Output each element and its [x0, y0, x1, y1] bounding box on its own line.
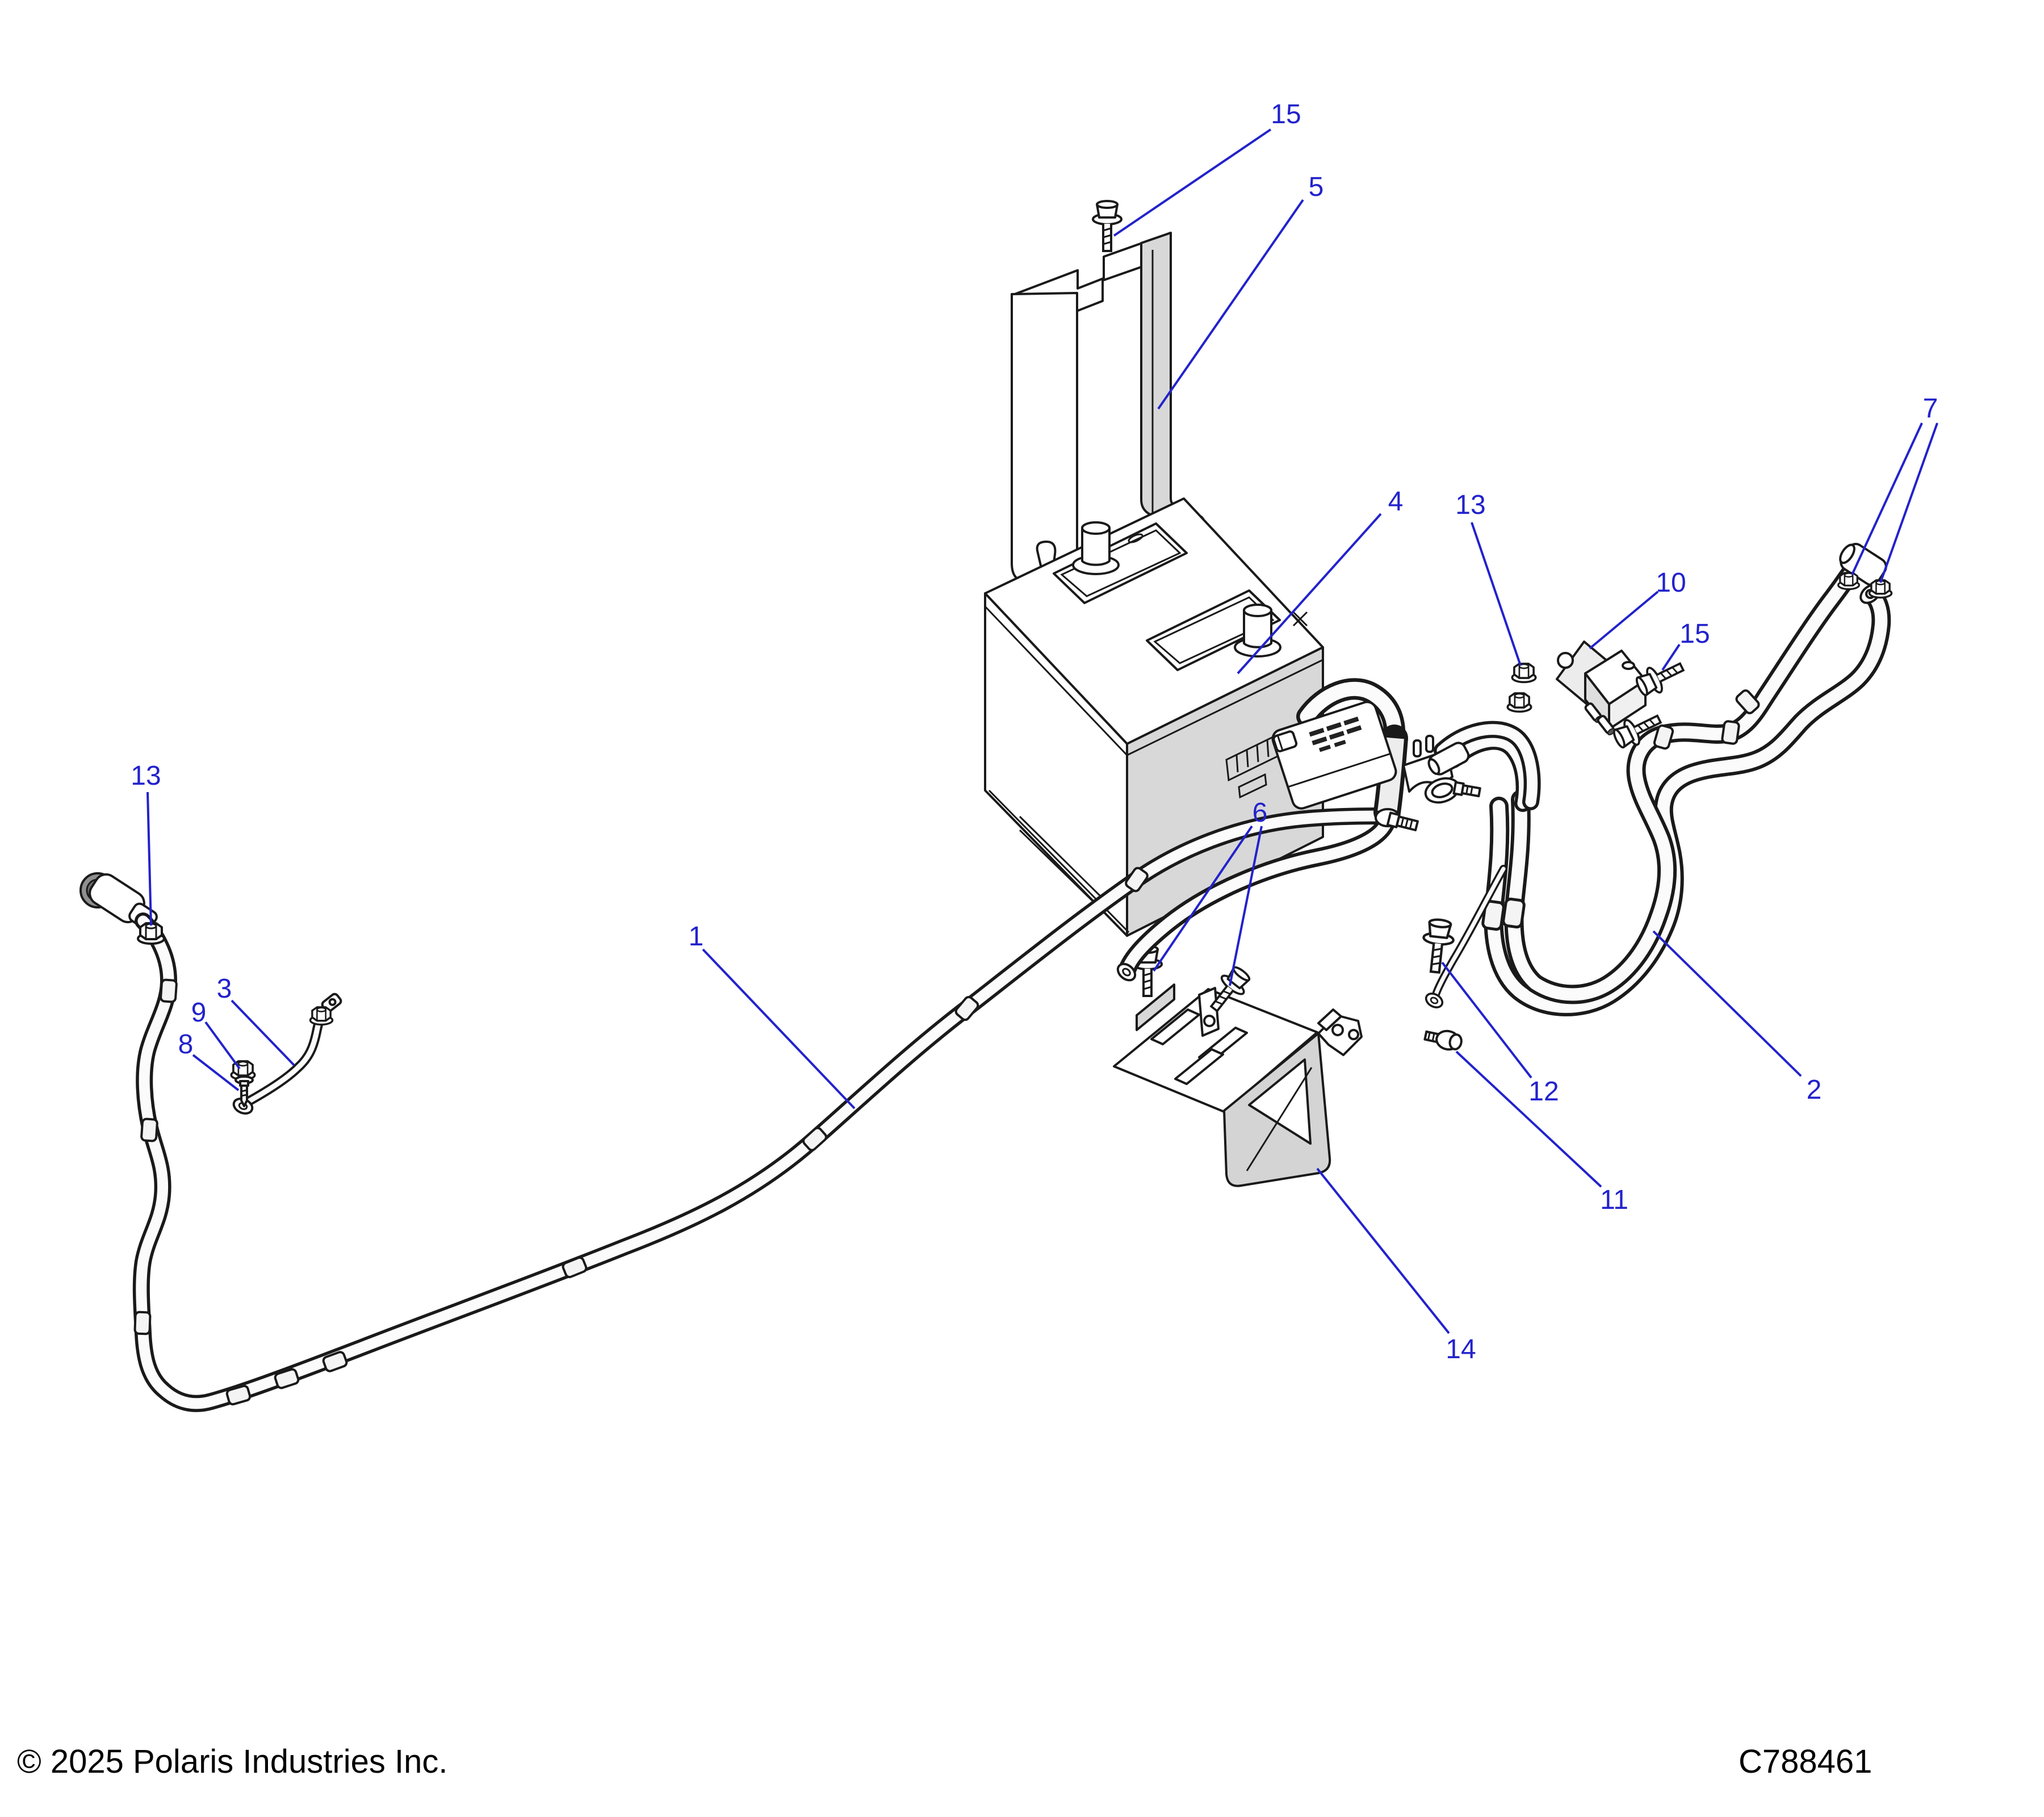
- terminal-nut-7b: [1868, 579, 1893, 599]
- leader-line-11: [1455, 1050, 1602, 1188]
- callout-3-14: 3: [217, 974, 232, 1004]
- ground-cable: [230, 993, 342, 1117]
- leader-line-10: [1589, 591, 1659, 650]
- callout-10-4: 10: [1656, 568, 1686, 598]
- callout-5-1: 5: [1309, 172, 1324, 202]
- leader-line-2: [1652, 930, 1802, 1077]
- leader-line-6: [1153, 825, 1253, 972]
- callout-13-3: 13: [1455, 490, 1485, 520]
- leader-line-13: [146, 792, 152, 926]
- callout-15-0: 15: [1271, 99, 1301, 129]
- solenoid-nut-13a: [1511, 663, 1537, 684]
- flange-nut-13-left: [137, 922, 165, 945]
- leader-line-7: [1851, 422, 1923, 575]
- leader-line-1: [702, 948, 856, 1110]
- leader-line-4: [1237, 513, 1382, 675]
- positive-terminal-mark: [1292, 611, 1308, 627]
- callout-11-9: 11: [1600, 1185, 1628, 1215]
- callout-layer: 15 5 4 13 10 15 7 2 12 11 14 6 1 13 398: [131, 99, 1938, 1364]
- positive-cable-harness: [1482, 543, 1891, 1016]
- battery-post-positive: [1234, 604, 1281, 658]
- leader-line-12: [1441, 961, 1532, 1079]
- solenoid: [1556, 640, 1647, 735]
- leader-line-9: [204, 1021, 241, 1070]
- callout-12-8: 12: [1528, 1077, 1559, 1107]
- callout-4-2: 4: [1388, 487, 1404, 517]
- callout-1-12: 1: [689, 922, 704, 952]
- leader-line-15: [1661, 643, 1681, 671]
- positive-terminal-clamp: [1402, 735, 1481, 804]
- battery-tray: [1113, 983, 1363, 1187]
- fuse-box-markings: [1309, 717, 1362, 752]
- solenoid-bolt-15b: [1632, 654, 1689, 701]
- solenoid-nut-13b: [1506, 692, 1532, 713]
- callout-2-7: 2: [1807, 1075, 1822, 1105]
- fuse-holder-assembly: [1113, 678, 1541, 985]
- leader-line-3: [231, 999, 295, 1066]
- flange-nut-stud-11: [1423, 1029, 1463, 1051]
- callout-6-11: 6: [1253, 798, 1268, 828]
- callout-15-5: 15: [1679, 619, 1710, 649]
- callout-14-10: 14: [1446, 1334, 1476, 1364]
- ground-wire-small: [1422, 865, 1507, 1011]
- callout-13-13: 13: [131, 761, 161, 791]
- callout-9-15: 9: [191, 998, 207, 1028]
- copyright-text: © 2025 Polaris Industries Inc.: [17, 1743, 447, 1780]
- leader-line-14: [1316, 1167, 1450, 1334]
- inline-stud: [1375, 808, 1419, 831]
- leader-line-8: [192, 1054, 240, 1091]
- battery-post-negative: [1072, 521, 1120, 575]
- callout-8-16: 8: [178, 1029, 194, 1060]
- diagram-code: C788461: [1739, 1743, 1872, 1780]
- hold-down-bolt: [1092, 200, 1122, 252]
- leader-line-5: [1157, 199, 1304, 410]
- fuse-box: [1271, 701, 1397, 810]
- leader-line-6: [1229, 826, 1263, 986]
- terminal-nut-7a: [1837, 572, 1860, 591]
- push-rivet-8: [234, 1075, 254, 1107]
- leader-line-7: [1879, 422, 1938, 583]
- leader-line-13: [1471, 522, 1522, 666]
- callout-7-6: 7: [1923, 393, 1938, 424]
- leader-line-15: [1113, 128, 1272, 237]
